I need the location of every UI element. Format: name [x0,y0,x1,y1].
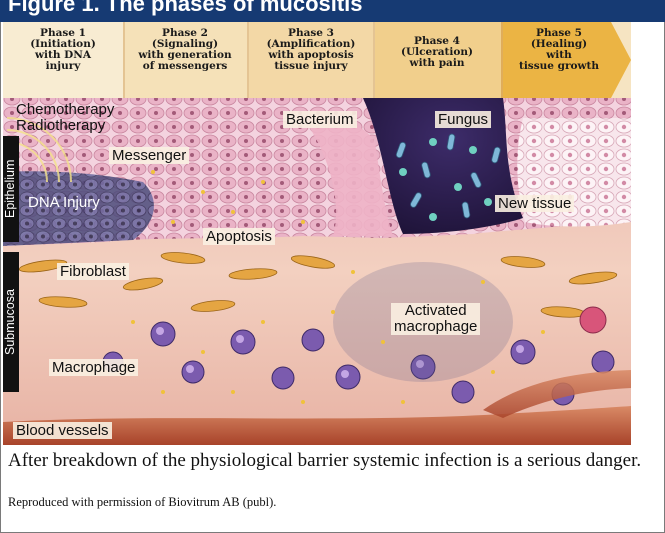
label-activated-line-2: macrophage [394,319,477,335]
figure-credit: Reproduced with permission of Biovitrum … [8,495,276,510]
phase-1-line-4: injury [3,61,123,72]
phase-5-label: Phase 5 (Healing) with tissue growth [499,28,619,72]
label-activated-line-1: Activated [394,303,477,319]
phase-3-label: Phase 3 (Amplification) with apoptosis t… [251,28,371,72]
phase-2-label: Phase 2 (Signaling) with generation of m… [125,28,245,72]
phase-1-label: Phase 1 (Initiation) with DNA injury [3,28,123,72]
label-blood-vessels: Blood vessels [13,422,112,439]
label-chemo-radio: Chemotherapy Radiotherapy [13,102,117,134]
phase-3-line-4: tissue injury [251,61,371,72]
figure-header: Figure 1. The phases of mucositis [0,0,665,22]
phase-5-line-4: tissue growth [499,61,619,72]
label-macrophage: Macrophage [49,359,138,376]
label-messenger: Messenger [109,147,189,164]
label-activated-macrophage: Activated macrophage [391,303,480,335]
label-chemotherapy: Chemotherapy [16,102,114,118]
label-fungus: Fungus [435,111,491,128]
phase-4-line-3: with pain [377,58,497,69]
label-radiotherapy: Radiotherapy [16,118,114,134]
label-submucosa: Submucosa [3,252,19,392]
label-bacterium: Bacterium [283,111,357,128]
label-dna-injury: DNA Injury [25,194,103,211]
label-fibroblast: Fibroblast [57,263,129,280]
phase-4-label: Phase 4 (Ulceration) with pain [377,36,497,69]
illustration-svg [3,22,631,445]
label-apoptosis: Apoptosis [203,228,275,245]
figure-caption: After breakdown of the physiological bar… [8,451,658,471]
label-epithelium: Epithelium [3,136,19,242]
phase-2-line-4: of messengers [125,61,245,72]
figure-title: Figure 1. The phases of mucositis [8,0,363,17]
mucositis-illustration: Phase 1 (Initiation) with DNA injury Pha… [3,22,631,445]
label-new-tissue: New tissue [495,195,574,212]
